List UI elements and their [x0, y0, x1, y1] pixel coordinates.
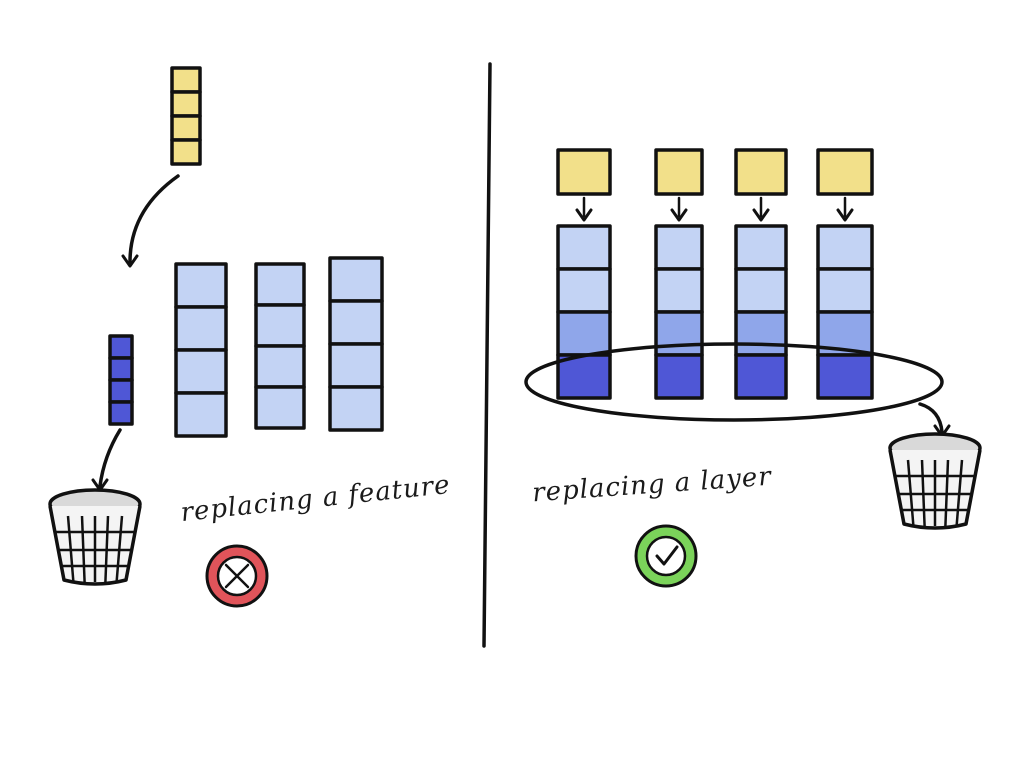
arrow-to-right-basket	[918, 402, 944, 434]
layer-arrow-head-3	[752, 208, 770, 222]
layer-arrow-head-2	[670, 208, 688, 222]
right-column-4-cell-2	[816, 267, 874, 314]
left-column-2-cell-1	[254, 262, 306, 307]
left-column-1-cell-3	[174, 348, 228, 395]
right-column-1-cell-1	[556, 224, 612, 271]
right-column-3-cell-3	[734, 310, 788, 357]
left-column-1-cell-2	[174, 305, 228, 352]
feature-yellow-stack-cell-4	[170, 138, 202, 166]
right-column-2-cell-4	[654, 353, 704, 400]
layer-arrow-head-1	[575, 208, 593, 222]
right-column-2-cell-2	[654, 267, 704, 314]
right-column-1-cell-4	[556, 353, 612, 400]
right-column-1-cell-3	[556, 310, 612, 357]
feature-yellow-stack-cell-2	[170, 90, 202, 118]
arrow-to-left-basket	[98, 428, 122, 488]
right-column-3-cell-4	[734, 353, 788, 400]
arrow-curve-left	[128, 174, 180, 264]
left-column-3-cell-2	[328, 299, 384, 346]
left-column-3-cell-1	[328, 256, 384, 303]
removed-blue-stack-cell-4	[108, 400, 134, 426]
layer-yellow-block-1	[556, 148, 612, 196]
right-column-3-cell-1	[734, 224, 788, 271]
layer-yellow-block-4	[816, 148, 874, 196]
right-column-2-cell-1	[654, 224, 704, 271]
left-column-1-cell-1	[174, 262, 228, 309]
left-column-3-cell-4	[328, 385, 384, 432]
right-column-3-cell-2	[734, 267, 788, 314]
layer-yellow-block-3	[734, 148, 788, 196]
layer-arrow-head-4	[836, 208, 854, 222]
left-column-1-cell-4	[174, 391, 228, 438]
left-column-3-cell-3	[328, 342, 384, 389]
wastebasket-right	[888, 432, 982, 530]
x-circle-icon-x-mark	[224, 563, 250, 589]
right-column-2-cell-3	[654, 310, 704, 357]
removed-blue-stack-cell-1	[108, 334, 134, 360]
left-column-2-cell-3	[254, 344, 306, 389]
removed-blue-stack-cell-3	[108, 378, 134, 404]
right-column-4-cell-1	[816, 224, 874, 271]
feature-yellow-stack-cell-1	[170, 66, 202, 94]
right-column-4-cell-4	[816, 353, 874, 400]
check-circle-icon-inner	[645, 535, 687, 577]
arrow-curve-left-head	[121, 254, 139, 268]
wastebasket-left	[48, 488, 142, 586]
check-circle-icon-check-mark	[655, 545, 679, 566]
left-column-2-cell-4	[254, 385, 306, 430]
layer-selection-ellipse	[524, 342, 944, 422]
removed-blue-stack-cell-2	[108, 356, 134, 382]
layer-yellow-block-2	[654, 148, 704, 196]
right-column-1-cell-2	[556, 267, 612, 314]
panel-divider	[482, 62, 492, 648]
left-column-2-cell-2	[254, 303, 306, 348]
feature-yellow-stack-cell-3	[170, 114, 202, 142]
